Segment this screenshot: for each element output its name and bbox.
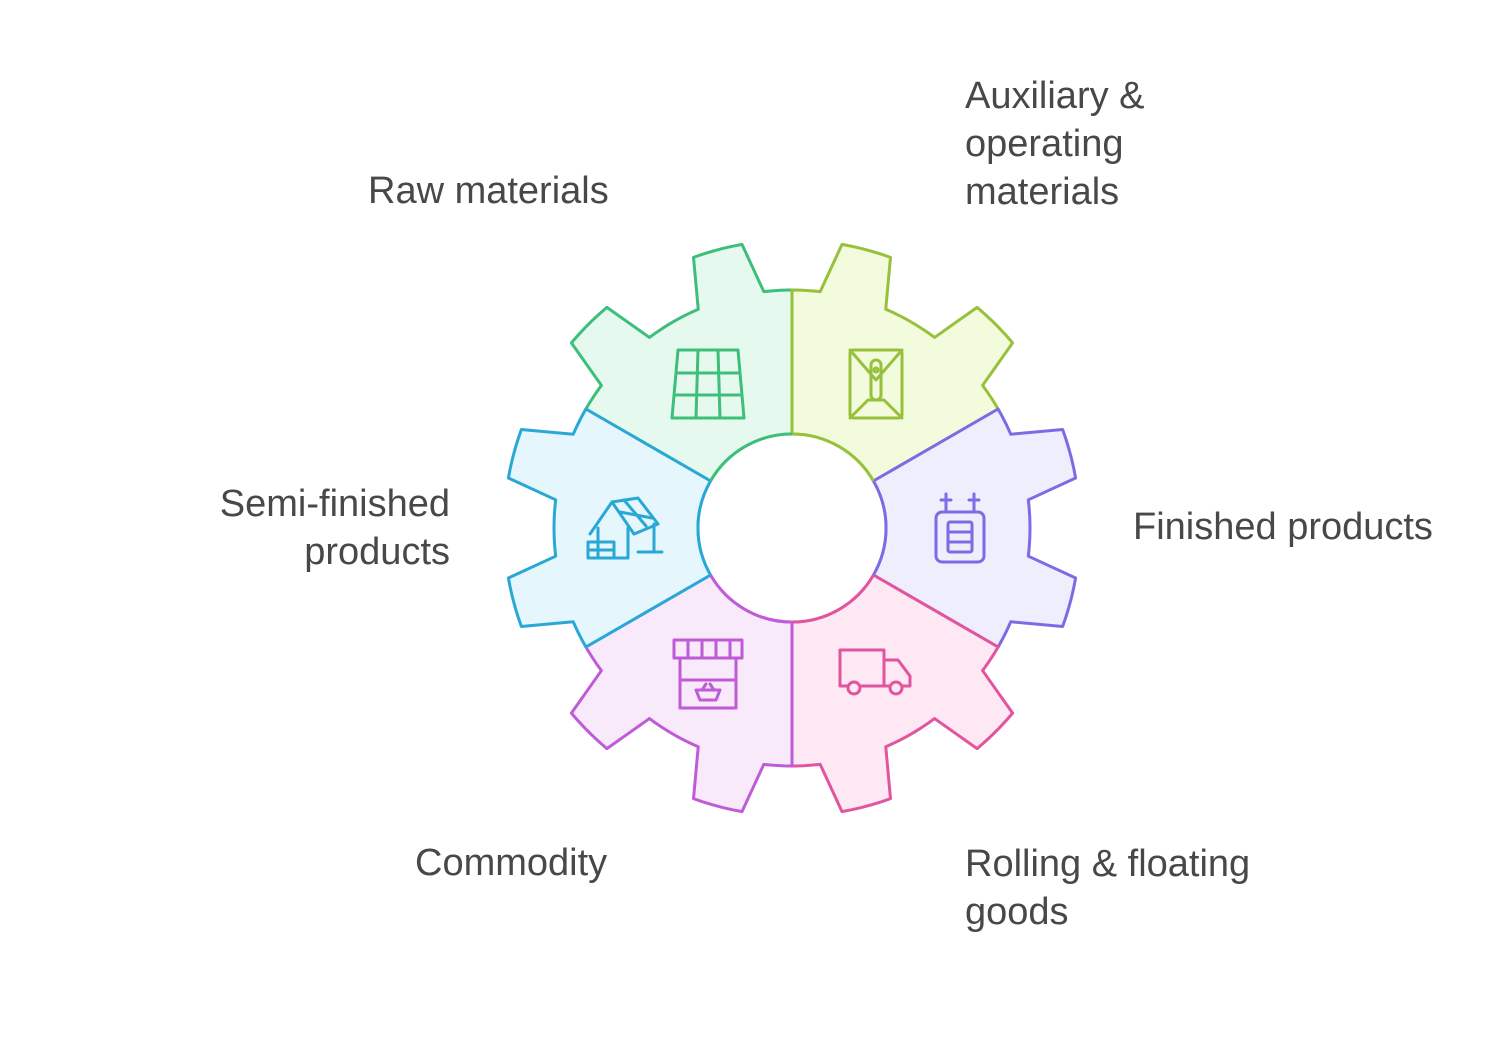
truck-icon	[838, 648, 912, 696]
label-line: goods	[965, 891, 1069, 933]
hole-arc-raw	[709, 432, 793, 482]
hole-arc-fin	[872, 480, 888, 576]
label-auxiliary-operating-materials: Auxiliary & operating materials	[965, 72, 1145, 216]
label-semi-finished-products: Semi-finished products	[220, 480, 450, 576]
label-line: materials	[965, 171, 1120, 213]
battery-icon	[934, 492, 986, 564]
label-line: Auxiliary &	[965, 75, 1145, 117]
hole-arc-aux	[791, 432, 875, 482]
solar-panel-icon	[670, 348, 746, 420]
label-line: Raw materials	[368, 170, 609, 212]
label-line: operating	[965, 123, 1124, 165]
label-finished-products: Finished products	[1133, 503, 1433, 551]
label-commodity: Commodity	[415, 839, 607, 887]
house-solar-icon	[586, 496, 664, 560]
label-rolling-floating-goods: Rolling & floating goods	[965, 840, 1250, 936]
label-line: Commodity	[415, 842, 608, 884]
label-line: products	[304, 531, 450, 573]
label-line: Rolling & floating	[965, 843, 1251, 885]
envelope-icon	[848, 348, 904, 420]
label-line: Semi-finished	[219, 483, 450, 525]
hole-arc-roll	[791, 574, 875, 624]
hole-arc-semi	[696, 480, 712, 576]
label-raw-materials: Raw materials	[368, 167, 609, 215]
gear-center-hole	[698, 434, 886, 622]
hole-arc-com	[709, 574, 793, 624]
market-stall-icon	[672, 638, 744, 710]
label-line: Finished products	[1133, 506, 1433, 548]
